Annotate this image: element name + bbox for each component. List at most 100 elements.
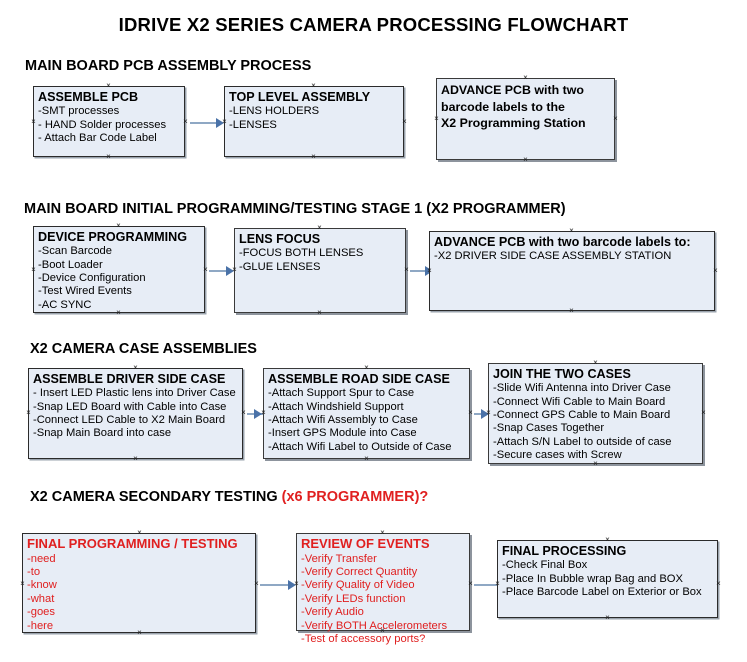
handle-left-icon[interactable]	[494, 580, 501, 587]
section-heading-text: MAIN BOARD PCB ASSEMBLY PROCESS	[25, 58, 312, 74]
handle-left-icon[interactable]	[221, 118, 228, 125]
arrowhead-icon	[254, 409, 262, 419]
node-item: X2 Programming Station	[441, 116, 586, 131]
handle-right-icon[interactable]	[182, 118, 189, 125]
handle-left-icon[interactable]	[260, 409, 267, 416]
handle-right-icon[interactable]	[403, 266, 410, 273]
node-item: -Verify Correct Quantity	[301, 565, 418, 578]
handle-left-icon[interactable]	[30, 118, 37, 125]
handle-top-icon[interactable]	[592, 359, 599, 366]
handle-right-icon[interactable]	[253, 580, 260, 587]
node-item: -Insert GPS Module into Case	[268, 427, 417, 440]
section-heading-main-board-initial-programming: MAIN BOARD INITIAL PROGRAMMING/TESTING S…	[24, 201, 566, 217]
node-assemble-road-side-case[interactable]: ASSEMBLE ROAD SIDE CASE -Attach Support …	[263, 368, 470, 459]
section-heading-main-board-pcb-assembly: MAIN BOARD PCB ASSEMBLY PROCESS	[25, 58, 311, 74]
node-item: -LENSES	[229, 118, 277, 131]
node-lens-focus[interactable]: LENS FOCUS -FOCUS BOTH LENSES -GLUE LENS…	[234, 228, 406, 313]
handle-right-icon[interactable]	[715, 580, 722, 587]
node-join-the-two-cases[interactable]: JOIN THE TWO CASES -Slide Wifi Antenna i…	[488, 363, 703, 464]
handle-bottom-icon[interactable]	[136, 629, 143, 636]
connector-2-2	[410, 270, 428, 272]
handle-top-icon[interactable]	[316, 224, 323, 231]
node-review-of-events[interactable]: REVIEW OF EVENTS -Verify Transfer -Verif…	[296, 533, 470, 645]
handle-top-icon[interactable]	[136, 529, 143, 536]
node-title: ASSEMBLE ROAD SIDE CASE	[268, 372, 450, 386]
handle-right-icon[interactable]	[202, 266, 209, 273]
node-item: -Connect Wifi Cable to Main Board	[493, 395, 666, 408]
handle-bottom-icon[interactable]	[105, 153, 112, 160]
handle-right-icon[interactable]	[612, 115, 619, 122]
node-item: -Test Wired Events	[38, 285, 132, 298]
node-advance-pcb-programming-station[interactable]: ADVANCE PCB with two barcode labels to t…	[436, 78, 615, 160]
node-item: - Insert LED Plastic lens into Driver Ca…	[33, 387, 236, 400]
node-advance-pcb-driver-side-case[interactable]: ADVANCE PCB with two barcode labels to: …	[429, 231, 715, 311]
node-item: -Verify Transfer	[301, 552, 377, 565]
handle-top-icon[interactable]	[379, 529, 386, 536]
node-item: -LENS HOLDERS	[229, 105, 320, 118]
node-title: JOIN THE TWO CASES	[493, 367, 631, 381]
handle-bottom-icon[interactable]	[316, 309, 323, 316]
node-item: -Device Configuration	[38, 271, 146, 284]
node-item: -goes	[27, 606, 55, 619]
handle-left-icon[interactable]	[25, 409, 32, 416]
handle-right-icon[interactable]	[401, 118, 408, 125]
handle-top-icon[interactable]	[522, 74, 529, 81]
handle-right-icon[interactable]	[700, 409, 707, 416]
node-item: -GLUE LENSES	[239, 260, 321, 273]
handle-top-icon[interactable]	[363, 364, 370, 371]
handle-top-icon[interactable]	[568, 227, 575, 234]
connector-4-2	[474, 584, 506, 586]
node-item: -SMT processes	[38, 105, 120, 118]
node-item: -Verify LEDs function	[301, 592, 406, 605]
arrowhead-icon	[288, 580, 296, 590]
handle-top-icon[interactable]	[105, 82, 112, 89]
handle-right-icon[interactable]	[467, 580, 474, 587]
node-item: -Verify Quality of Video	[301, 579, 415, 592]
node-title: REVIEW OF EVENTS	[301, 536, 430, 551]
handle-top-icon[interactable]	[604, 536, 611, 543]
handle-left-icon[interactable]	[433, 115, 440, 122]
node-item: -Attach Support Spur to Case	[268, 387, 415, 400]
node-assemble-pcb[interactable]: ASSEMBLE PCB -SMT processes - HAND Solde…	[33, 86, 185, 157]
handle-bottom-icon[interactable]	[363, 455, 370, 462]
node-item: -Verify Audio	[301, 606, 364, 619]
node-title: FINAL PROCESSING	[502, 544, 627, 558]
node-item: -Attach Wifi Assembly to Case	[268, 413, 418, 426]
node-item: -Slide Wifi Antenna into Driver Case	[493, 382, 671, 395]
handle-right-icon[interactable]	[712, 267, 719, 274]
handle-bottom-icon[interactable]	[592, 460, 599, 467]
handle-top-icon[interactable]	[132, 364, 139, 371]
node-item: -FOCUS BOTH LENSES	[239, 247, 364, 260]
handle-left-icon[interactable]	[426, 267, 433, 274]
section-heading-text: X2 CAMERA CASE ASSEMBLIES	[30, 341, 257, 357]
node-item: barcode labels to the	[441, 100, 565, 115]
node-assemble-driver-side-case[interactable]: ASSEMBLE DRIVER SIDE CASE - Insert LED P…	[28, 368, 243, 459]
handle-left-icon[interactable]	[485, 409, 492, 416]
node-item: -Connect GPS Cable to Main Board	[493, 408, 671, 421]
node-top-level-assembly[interactable]: TOP LEVEL ASSEMBLY -LENS HOLDERS -LENSES	[224, 86, 404, 157]
node-item: -Secure cases with Screw	[493, 449, 622, 462]
handle-left-icon[interactable]	[30, 266, 37, 273]
handle-left-icon[interactable]	[19, 580, 26, 587]
handle-right-icon[interactable]	[240, 409, 247, 416]
handle-bottom-icon[interactable]	[379, 627, 386, 634]
handle-top-icon[interactable]	[115, 222, 122, 229]
node-title: LENS FOCUS	[239, 232, 321, 246]
handle-left-icon[interactable]	[293, 580, 300, 587]
handle-bottom-icon[interactable]	[568, 307, 575, 314]
node-device-programming[interactable]: DEVICE PROGRAMMING -Scan Barcode -Boot L…	[33, 226, 205, 313]
node-item: - HAND Solder processes	[38, 118, 167, 131]
handle-right-icon[interactable]	[467, 409, 474, 416]
handle-bottom-icon[interactable]	[522, 156, 529, 163]
node-final-processing[interactable]: FINAL PROCESSING -Check Final Box -Place…	[497, 540, 718, 618]
handle-bottom-icon[interactable]	[604, 614, 611, 621]
node-final-programming-testing[interactable]: FINAL PROGRAMMING / TESTING -need -to -k…	[22, 533, 256, 633]
handle-top-icon[interactable]	[310, 82, 317, 89]
handle-bottom-icon[interactable]	[115, 309, 122, 316]
handle-bottom-icon[interactable]	[132, 455, 139, 462]
handle-left-icon[interactable]	[231, 266, 238, 273]
node-item: -AC SYNC	[38, 298, 92, 311]
node-item: -Place Barcode Label on Exterior or Box	[502, 585, 702, 598]
handle-bottom-icon[interactable]	[310, 153, 317, 160]
